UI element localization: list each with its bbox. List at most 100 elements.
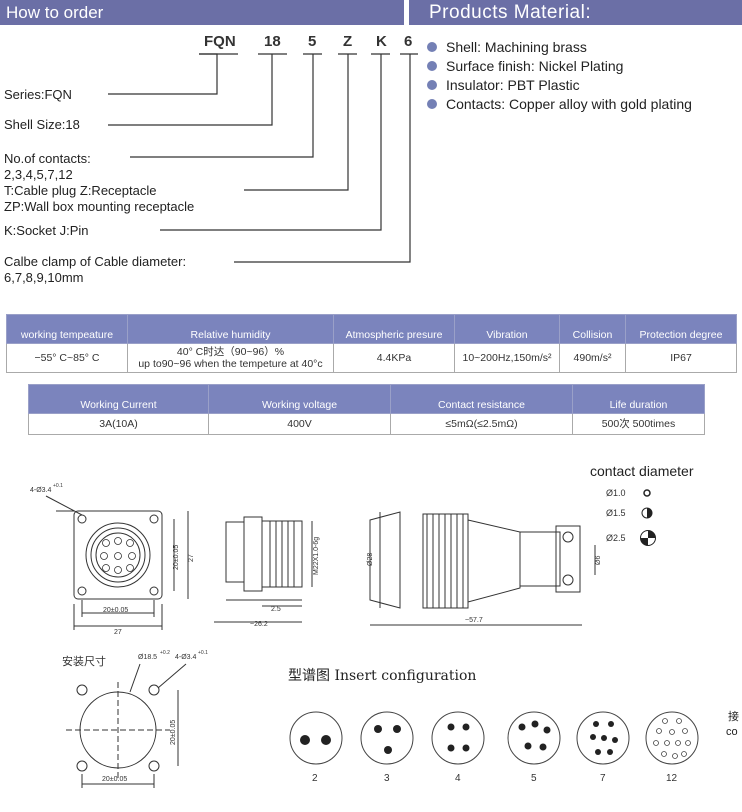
insert-12-contacts	[653, 718, 691, 759]
dim-26-2: ~26.2	[250, 621, 268, 628]
bullet-icon	[427, 99, 437, 109]
table-row: −55° C~85° C 40° C时达（90~96）%up to90~96 w…	[6, 343, 737, 373]
insert-7	[576, 711, 630, 765]
side-text-2: co	[726, 726, 738, 738]
insert-layouts	[289, 711, 699, 765]
cell-pressure: 4.4KPa	[333, 343, 455, 373]
insert-5	[507, 711, 561, 765]
dim-27-vertical: 27	[188, 554, 195, 562]
dim-2-5: 2.5	[271, 606, 281, 613]
header-working-voltage: Working voltage	[208, 384, 391, 414]
dim-hole-b-tol: +0.2	[160, 650, 170, 656]
contact-2-5-icon	[640, 530, 656, 546]
dim-thread: M22X1.0-6g	[313, 537, 320, 575]
header-protection-degree: Protection degree	[625, 314, 737, 344]
insert-count-2: 2	[312, 773, 318, 784]
mount-hole	[76, 760, 88, 772]
dim-20: 20±0.05	[103, 607, 128, 614]
contact-1-0-icon	[643, 489, 651, 497]
bullet-icon	[427, 80, 437, 90]
header-life-duration: Life duration	[572, 384, 705, 414]
material-item: Shell: Machining brass	[427, 38, 692, 57]
mount-hole	[76, 684, 88, 696]
insert-12	[645, 711, 699, 765]
label-contacts-title: No.of contacts:	[4, 151, 91, 166]
plug-body	[369, 511, 401, 609]
material-item: Insulator: PBT Plastic	[427, 76, 692, 95]
label-type-line1: T:Cable plug Z:Receptacle	[4, 183, 157, 198]
flange-front-view	[73, 510, 163, 600]
mount-hole	[149, 586, 159, 596]
code-contacts: 5	[308, 33, 317, 50]
bullet-icon	[427, 61, 437, 71]
mount-hole	[77, 586, 87, 596]
order-leader-lines	[108, 53, 418, 263]
insert-count-4: 4	[455, 773, 461, 784]
label-type-line2: ZP:Wall box mounting receptacle	[4, 199, 195, 214]
material-item: Contacts: Copper alloy with gold plating	[427, 95, 692, 114]
dim-clamp: Ø6	[595, 556, 602, 565]
front-view-contacts	[100, 537, 136, 574]
code-socket: K	[376, 33, 387, 50]
insert-4	[431, 711, 485, 765]
cell-protection: IP67	[625, 343, 737, 373]
bullet-icon	[427, 42, 437, 52]
environment-spec-table: working tempeature Relative humidity Atm…	[6, 314, 737, 373]
installation-title: 安装尺寸	[62, 654, 106, 668]
insert-count-3: 3	[384, 773, 390, 784]
code-series: FQN	[204, 33, 236, 50]
code-clamp: 6	[404, 33, 413, 50]
diameter-1-0-label: Ø1.0	[606, 488, 626, 498]
header-contact-resistance: Contact resistance	[390, 384, 573, 414]
dim-20-install-vertical: 20±0.05	[170, 720, 177, 745]
side-text-1: 接	[728, 710, 739, 723]
receptacle-side-view	[225, 521, 245, 583]
insert-2	[289, 711, 343, 765]
label-shell-size: Shell Size:18	[4, 117, 80, 132]
dim-27: 27	[114, 629, 122, 636]
diameter-1-5-label: Ø1.5	[606, 508, 626, 518]
dim-hole-c: 4-Ø3.4	[175, 654, 197, 661]
dim-20-vertical: 20±0.05	[173, 545, 180, 570]
material-item: Surface finish: Nickel Plating	[427, 57, 692, 76]
label-contacts-values: 2,3,4,5,7,12	[4, 167, 73, 182]
insert-count-12: 12	[666, 773, 678, 784]
contact-1-5-icon	[641, 507, 653, 519]
label-socket-pin: K:Socket J:Pin	[4, 223, 89, 238]
insert-contacts	[300, 720, 618, 755]
mount-hole	[148, 684, 160, 696]
contact-diameter-title: contact diameter	[590, 463, 694, 479]
header-working-temperature: working tempeature	[6, 314, 128, 344]
insert-count-7: 7	[600, 773, 606, 784]
mount-hole	[77, 514, 87, 524]
how-to-order-header: How to order	[0, 0, 404, 25]
dim-28: Ø28	[367, 553, 374, 566]
header-atmospheric-pressure: Atmospheric presure	[333, 314, 455, 344]
table-row: 3A(10A) 400V ≤5mΩ(≤2.5mΩ) 500次 500times	[28, 413, 705, 435]
code-type: Z	[343, 33, 353, 50]
header-working-current: Working Current	[28, 384, 209, 414]
code-shell-size: 18	[264, 33, 281, 50]
electrical-spec-table: Working Current Working voltage Contact …	[28, 384, 705, 435]
label-clamp-title: Calbe clamp of Cable diameter:	[4, 254, 187, 269]
cable-clamp	[519, 531, 561, 587]
header-vibration: Vibration	[454, 314, 560, 344]
cell-resistance: ≤5mΩ(≤2.5mΩ)	[390, 413, 573, 435]
cell-humidity: 40° C时达（90~96）%up to90~96 when the tempe…	[127, 343, 334, 373]
dim-hole-a: 4-Ø3.4	[30, 487, 52, 494]
header-relative-humidity: Relative humidity	[127, 314, 334, 344]
mount-hole	[148, 760, 160, 772]
cell-voltage: 400V	[208, 413, 391, 435]
mount-hole	[149, 514, 159, 524]
dim-57-7: ~57.7	[465, 617, 483, 624]
dim-hole-c-tol: +0.1	[198, 650, 208, 656]
label-series: Series:FQN	[4, 87, 72, 102]
insert-3	[360, 711, 414, 765]
label-clamp-values: 6,7,8,9,10mm	[4, 270, 84, 285]
products-material-header: Products Material:	[409, 0, 742, 25]
dim-hole-a-tol: +0.1	[53, 483, 63, 489]
dim-hole-b: Ø18.5	[138, 654, 157, 661]
cell-temperature: −55° C~85° C	[6, 343, 128, 373]
diameter-2-5-label: Ø2.5	[606, 533, 626, 543]
